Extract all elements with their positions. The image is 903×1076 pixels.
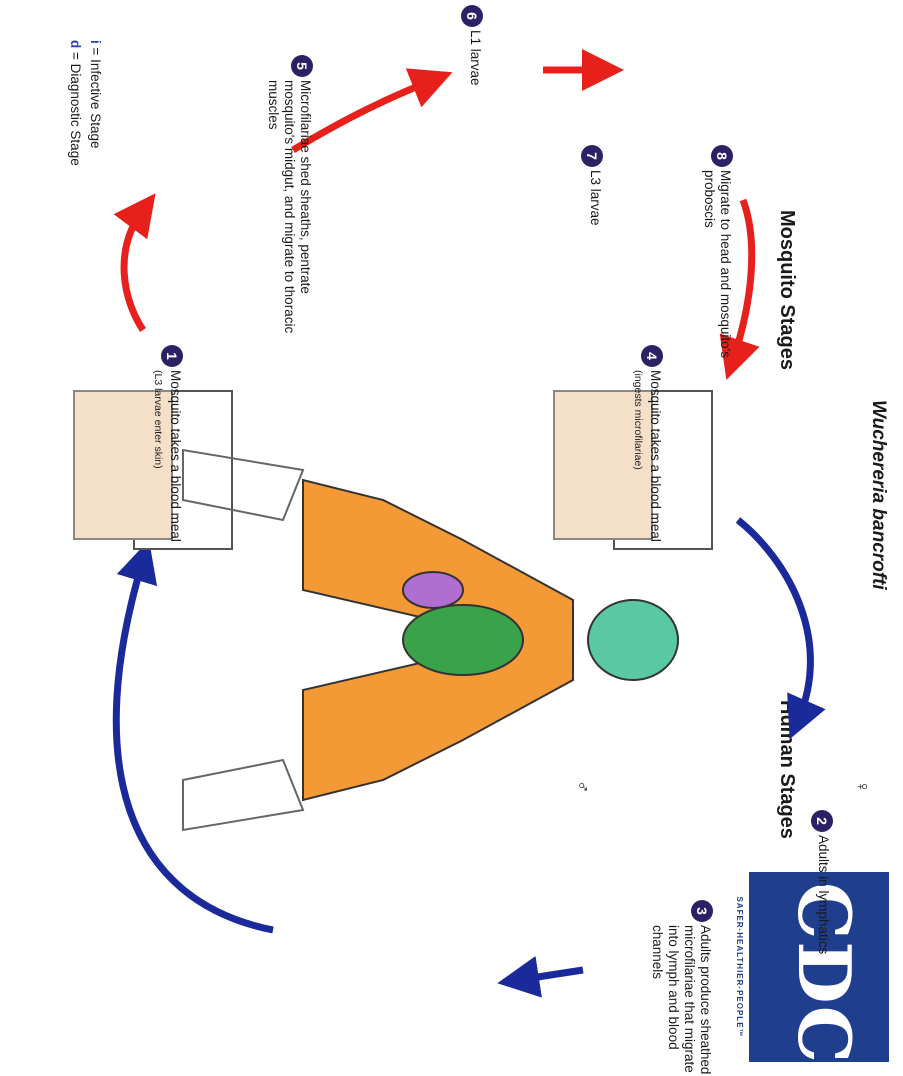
step3-label: Adults produce sheathed microfilariae th… xyxy=(649,925,713,1075)
step8-label: Migrate to head and mosquito's proboscis xyxy=(701,170,733,390)
step4-label: Mosquito takes a blood meal (ingests mic… xyxy=(630,370,663,550)
legend-diagnostic-marker: d xyxy=(68,40,83,48)
legend-infective-text: = Infective Stage xyxy=(88,48,103,149)
female-symbol: ♀ xyxy=(852,780,873,794)
step1-badge: 1 xyxy=(161,345,183,367)
step3-badge: 3 xyxy=(691,900,713,922)
legend-diagnostic: d = Diagnostic Stage xyxy=(67,40,83,300)
legend-infective: i = Infective Stage xyxy=(87,40,103,300)
step7-badge: 7 xyxy=(581,145,603,167)
step5-badge: 5 xyxy=(291,55,313,77)
step8-badge: 8 xyxy=(711,145,733,167)
step4-text: Mosquito takes a blood meal xyxy=(648,370,663,542)
step1-label: Mosquito takes a blood meal (L3 larvae e… xyxy=(150,370,183,550)
step1-text: Mosquito takes a blood meal xyxy=(168,370,183,542)
step4-badge: 4 xyxy=(641,345,663,367)
step6-badge: 6 xyxy=(461,5,483,27)
step4-note: (ingests microfilariae) xyxy=(632,370,644,470)
step5-label: Microfilariae shed sheaths, pentrate mos… xyxy=(265,80,313,340)
step2-label: Adults in lymphatics xyxy=(815,835,831,995)
step2-badge: 2 xyxy=(811,810,833,832)
legend-diagnostic-text: = Diagnostic Stage xyxy=(68,52,83,166)
step6-label: L1 larvae xyxy=(467,30,483,130)
legend-infective-marker: i xyxy=(88,40,103,44)
step7-label: L3 larvae xyxy=(587,170,603,270)
male-symbol: ♂ xyxy=(572,780,593,794)
step1-note: (L3 larvae enter skin) xyxy=(152,370,164,469)
